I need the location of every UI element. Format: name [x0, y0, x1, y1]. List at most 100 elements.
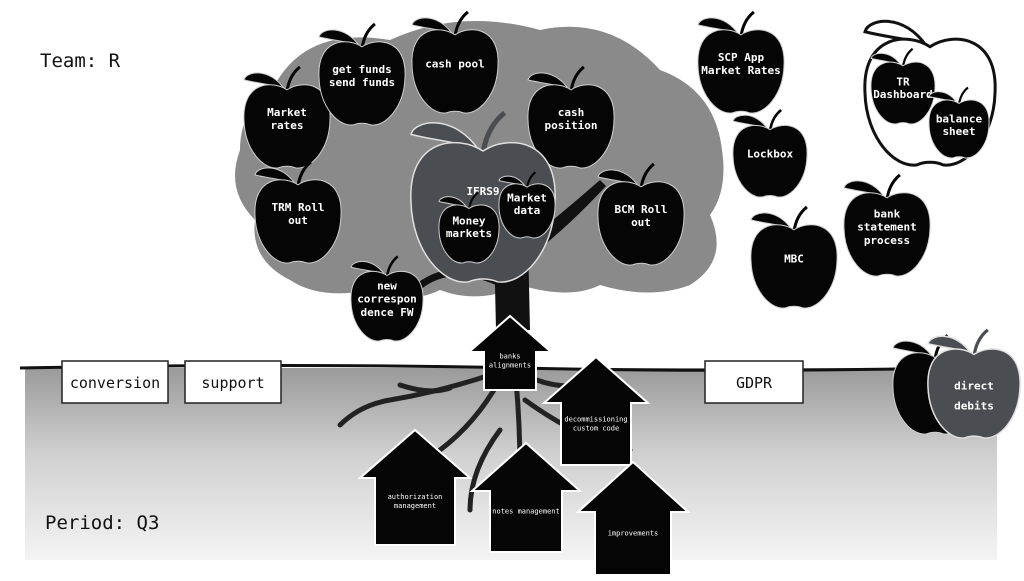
apple-label-line: Market — [267, 106, 307, 119]
arrow-label-line: custom code — [573, 425, 619, 433]
apple-label-line: sheet — [942, 125, 975, 138]
apple-label-line: markets — [446, 227, 492, 240]
apple-label-line: SCP App — [718, 51, 765, 64]
apple-label-line: TRM Roll — [272, 201, 325, 214]
apple-label-line: rates — [270, 119, 303, 132]
apple-label-line: cash pool — [425, 58, 485, 71]
support-box: support — [184, 360, 282, 404]
apple-label-line: dence FW — [361, 306, 414, 319]
apple-label-line: Lockbox — [747, 148, 794, 161]
arrow-shape — [541, 355, 651, 466]
arrow-shape — [466, 314, 554, 391]
apple-label-line: send funds — [329, 76, 395, 89]
apple-body — [843, 192, 931, 277]
arrow-label-line: improvements — [608, 530, 659, 538]
arrow-label-line: management — [394, 502, 436, 510]
apple-label-line: new — [377, 280, 397, 293]
team-label: Team: R — [40, 50, 121, 72]
apple-label-line: direct — [954, 380, 994, 393]
apple-body — [411, 29, 499, 114]
apple-body — [732, 124, 808, 198]
improvements-arrow: improvements — [575, 460, 691, 576]
arrow-label-line: decommissioning — [564, 416, 627, 424]
apple-body — [527, 84, 615, 169]
apple-body — [928, 99, 990, 159]
apple-body — [927, 348, 1021, 439]
apple-label-line: get funds — [332, 63, 392, 76]
arrow-shape — [575, 460, 691, 576]
support-box-label: support — [201, 374, 264, 392]
arrow-label-line: banks — [499, 353, 520, 361]
apple-label-line: TR — [896, 75, 910, 88]
apple-stem — [569, 65, 585, 92]
apple-label-line: balance — [936, 112, 983, 125]
apple-body — [318, 41, 406, 126]
apple-label-line: data — [514, 204, 541, 217]
lockbox-apple: Lockbox — [732, 109, 808, 198]
apple-stem — [639, 162, 655, 189]
mbc-apple: MBC — [750, 205, 838, 309]
conversion-box-label: conversion — [70, 374, 160, 392]
arrow-label-line: alignments — [489, 362, 531, 370]
apple-label-line: correspon — [357, 293, 417, 306]
apple-stem — [285, 65, 301, 92]
apple-body — [350, 270, 424, 342]
apple-body — [498, 183, 556, 239]
apple-body — [597, 181, 685, 266]
apple-body — [870, 61, 936, 125]
arrow-shape — [357, 428, 473, 546]
arrow-label-line: authorization — [388, 493, 443, 501]
apple-stem — [480, 110, 507, 155]
notes-management-arrow: notes management — [469, 441, 583, 553]
apple-stem — [739, 10, 755, 37]
apple-stem — [296, 160, 312, 187]
apple-label-line: MBC — [784, 253, 804, 266]
apple-body — [438, 204, 500, 264]
direct-debits-apple: direct debits — [927, 328, 1021, 439]
cash-pool-apple: cash pool — [411, 10, 499, 114]
apple-body — [750, 224, 838, 309]
apple-label-line: IFRS9 — [466, 185, 499, 198]
conversion-box: conversion — [61, 360, 169, 404]
apple-stem — [885, 173, 901, 200]
apple-label-line: Market Rates — [701, 64, 780, 77]
apple-label-line: Dashboard — [873, 88, 933, 101]
gdpr-box: GDPR — [704, 360, 804, 404]
apple-stem — [792, 205, 808, 232]
apple-stem — [360, 22, 376, 49]
apple-label-line: statement — [857, 221, 917, 234]
apple-label-line: out — [631, 216, 651, 229]
apple-label-line: Money — [452, 214, 485, 227]
apple-label-line: debits — [954, 400, 994, 413]
apple-label-line: bank — [874, 208, 901, 221]
apple-stem — [453, 10, 469, 37]
arrow-shape — [469, 441, 583, 553]
apple-label-line: process — [864, 234, 910, 247]
apple-body — [254, 179, 342, 264]
apple-label-line: position — [545, 119, 598, 132]
apple-label-line: Market — [507, 191, 547, 204]
apple-label-line: out — [288, 214, 308, 227]
apple-body — [697, 29, 785, 114]
apple-label-line: BCM Roll — [615, 203, 668, 216]
gdpr-box-label: GDPR — [736, 374, 773, 392]
period-label: Period: Q3 — [45, 512, 159, 534]
arrow-label-line: notes management — [492, 508, 559, 516]
